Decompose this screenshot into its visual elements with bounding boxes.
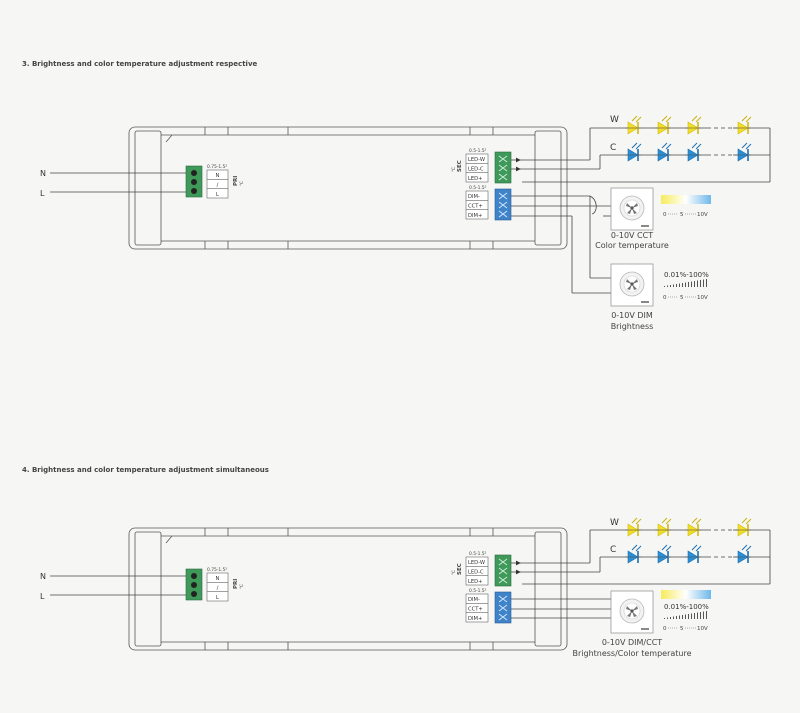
warm-row-label: W — [610, 518, 619, 528]
term-cct-plus: CCT+ — [468, 607, 483, 613]
mains-n-label: N — [40, 169, 46, 178]
led-diode-icon — [734, 142, 752, 162]
term-led-c: LED-C — [468, 570, 484, 576]
led-diode-icon — [734, 517, 752, 537]
dim-terminal-block — [494, 591, 512, 624]
term-dim-minus: DIM- — [468, 597, 480, 603]
warm-row-label: W — [610, 115, 619, 125]
dim-percent-range: 0.01%-100% — [664, 271, 709, 279]
cct-control-name: 0-10V CCT — [611, 231, 653, 240]
mains-l-label: L — [40, 592, 45, 601]
driver-case — [128, 126, 568, 250]
combo-control-name: 0-10V DIM/CCT — [602, 638, 662, 647]
led-terminal-block — [494, 151, 512, 184]
cool-row-label: C — [610, 545, 616, 555]
input-term-l: L — [216, 192, 219, 198]
section-3-title: 3. Brightness and color temperature adju… — [22, 60, 258, 68]
warm-led-string — [624, 115, 752, 135]
combo-ramp-bar — [664, 611, 707, 619]
combo-scale-0: 0 — [663, 626, 667, 632]
led-diode-icon — [654, 142, 672, 162]
pri-temp-icon: ℃ — [239, 584, 245, 589]
term-led-w: LED-W — [468, 157, 485, 163]
section-3-diagram: 3. Brightness and color temperature adju… — [22, 60, 771, 331]
led-diode-icon — [684, 142, 702, 162]
term-led-plus: LED+ — [468, 579, 483, 585]
cool-led-string — [624, 544, 752, 564]
dim-ramp-bar — [664, 279, 707, 287]
section-4-title: 4. Brightness and color temperature adju… — [22, 466, 269, 474]
input-terminal-block — [185, 165, 203, 198]
combo-scale-10v: 10V — [697, 626, 708, 632]
dim-scale-10v: 10V — [697, 295, 708, 301]
cct-control-subtitle: Color temperature — [595, 241, 669, 250]
dim-wire-gauge: 0.5-1.5² — [469, 588, 487, 594]
combo-gradient-bar — [661, 590, 711, 599]
cool-row-label: C — [610, 143, 616, 153]
input-terminal-block — [185, 568, 203, 601]
term-cct-plus: CCT+ — [468, 204, 483, 210]
cool-led-string — [624, 142, 752, 162]
input-term-n: N — [216, 576, 220, 582]
led-diode-icon — [734, 115, 752, 135]
cct-dimmer-knob-icon — [610, 187, 654, 231]
led-wire-gauge: 0.5-1.5² — [469, 551, 487, 557]
dim-control-name: 0-10V DIM — [611, 311, 653, 320]
sec-label: SEC — [457, 563, 463, 575]
led-diode-icon — [624, 544, 642, 564]
input-term-n: N — [216, 173, 220, 179]
led-diode-icon — [624, 517, 642, 537]
led-terminal-block — [494, 554, 512, 587]
led-wire-gauge: 0.5-1.5² — [469, 148, 487, 154]
input-wire-gauge: 0.75-1.5² — [207, 164, 227, 170]
led-diode-icon — [654, 544, 672, 564]
dim-control-subtitle: Brightness — [611, 322, 654, 331]
combo-scale-5: 5 — [680, 626, 684, 632]
term-led-w: LED-W — [468, 560, 485, 566]
input-wire-gauge: 0.75-1.5² — [207, 567, 227, 573]
sec-label: SEC — [457, 160, 463, 172]
combo-dimmer-knob-icon — [610, 590, 654, 634]
input-term-slash: / — [217, 183, 219, 189]
led-diode-icon — [654, 115, 672, 135]
input-term-l: L — [216, 595, 219, 601]
input-term-slash: / — [217, 586, 219, 592]
cct-scale-0: 0 — [663, 212, 667, 218]
pri-temp-icon: ℃ — [239, 181, 245, 186]
led-diode-icon — [684, 115, 702, 135]
dim-scale-0: 0 — [663, 295, 667, 301]
mains-l-label: L — [40, 189, 45, 198]
led-diode-icon — [734, 544, 752, 564]
combo-control-subtitle: Brightness/Color temperature — [572, 649, 691, 658]
term-led-plus: LED+ — [468, 176, 483, 182]
led-diode-icon — [624, 115, 642, 135]
dim-wire-gauge: 0.5-1.5² — [469, 185, 487, 191]
dim-terminal-block — [494, 188, 512, 221]
sec-temp-icon: ℃ — [451, 570, 457, 575]
led-diode-icon — [684, 517, 702, 537]
driver-case — [128, 527, 568, 651]
term-dim-minus: DIM- — [468, 194, 480, 200]
sec-temp-icon: ℃ — [451, 167, 457, 172]
term-led-c: LED-C — [468, 167, 484, 173]
led-diode-icon — [624, 142, 642, 162]
led-diode-icon — [654, 517, 672, 537]
term-dim-plus: DIM+ — [468, 616, 482, 622]
section-4-diagram: 4. Brightness and color temperature adju… — [22, 466, 771, 658]
cct-scale-10v: 10V — [697, 212, 708, 218]
combo-percent-range: 0.01%-100% — [664, 603, 709, 611]
pri-label: PRI — [233, 176, 239, 186]
dim-scale-5: 5 — [680, 295, 684, 301]
dim-dimmer-knob-icon — [610, 263, 654, 307]
led-diode-icon — [684, 544, 702, 564]
term-dim-plus: DIM+ — [468, 213, 482, 219]
cct-gradient-bar — [661, 195, 711, 204]
warm-led-string — [624, 517, 752, 537]
mains-n-label: N — [40, 572, 46, 581]
pri-label: PRI — [233, 579, 239, 589]
cct-scale-5: 5 — [680, 212, 684, 218]
